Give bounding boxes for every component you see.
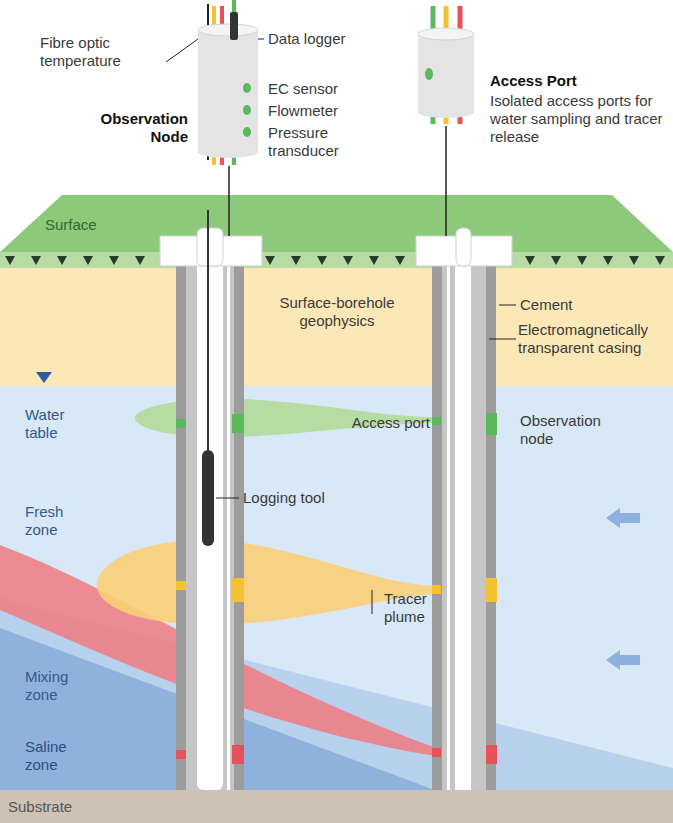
cylinder-icon bbox=[196, 0, 262, 170]
ground-mark bbox=[265, 256, 275, 265]
ground-mark bbox=[83, 256, 93, 265]
sensor-dot bbox=[243, 83, 251, 93]
vadose-band bbox=[0, 268, 673, 388]
zone-label: Water table bbox=[25, 406, 85, 442]
callout-label: Pressure transducer bbox=[268, 124, 358, 160]
part-label: Cement bbox=[520, 296, 573, 314]
callout-label: Fibre optic temperature bbox=[40, 34, 150, 70]
zone-label: Surface-borehole geophysics bbox=[262, 294, 412, 330]
cement bbox=[432, 262, 496, 790]
ground-mark bbox=[525, 256, 535, 265]
ground-mark bbox=[291, 256, 301, 265]
zone-label: Mixing zone bbox=[25, 668, 85, 704]
callout-label: Flowmeter bbox=[268, 102, 338, 120]
part-label: Tracer plume bbox=[384, 590, 444, 626]
water-table-symbol bbox=[36, 372, 52, 383]
leader-line bbox=[372, 590, 373, 614]
node-heading: Observation Node bbox=[96, 110, 188, 146]
ground-mark bbox=[57, 256, 67, 265]
logging-tool bbox=[202, 450, 214, 546]
ground-mark bbox=[369, 256, 379, 265]
node-link bbox=[228, 166, 230, 236]
cylinder-icon bbox=[416, 0, 478, 128]
surface-strip bbox=[0, 252, 673, 268]
node-body: Isolated access ports for water sampling… bbox=[490, 92, 666, 146]
observation-node-mark bbox=[486, 745, 497, 764]
access-port-mark bbox=[176, 419, 186, 428]
logging-cable bbox=[207, 210, 209, 452]
node-heading: Access Port bbox=[490, 72, 577, 90]
leader-line bbox=[489, 339, 516, 340]
zone-label: Surface bbox=[45, 216, 97, 234]
observation-node-mark bbox=[486, 413, 497, 435]
ground-mark bbox=[629, 256, 639, 265]
observation-node-mark bbox=[232, 578, 244, 602]
ground-marks bbox=[5, 256, 665, 265]
inner-tube bbox=[455, 262, 471, 790]
data-logger bbox=[230, 12, 238, 40]
access-port-mark bbox=[432, 585, 441, 594]
observation-node-callout: Observation Node bbox=[196, 0, 262, 170]
cylinder-top bbox=[198, 24, 258, 36]
access-port-callout: Access PortIsolated access ports for wat… bbox=[416, 0, 478, 128]
fresh-water-band bbox=[0, 386, 673, 792]
cylinder-body bbox=[418, 34, 474, 112]
flow-arrow bbox=[606, 650, 640, 670]
ground-mark bbox=[603, 256, 613, 265]
access-port-mark bbox=[432, 417, 441, 425]
port-dot bbox=[425, 68, 433, 80]
access-port-mark bbox=[176, 581, 186, 590]
inner-tube bbox=[197, 228, 223, 790]
cable-tube bbox=[227, 262, 230, 790]
observation-node-mark bbox=[486, 578, 497, 602]
cylinder-body bbox=[198, 30, 258, 152]
ground-mark bbox=[109, 256, 119, 265]
sensor-dot bbox=[243, 127, 251, 137]
callout-label: Data logger bbox=[268, 30, 346, 48]
ground-mark bbox=[317, 256, 327, 265]
flow-arrow bbox=[606, 508, 640, 528]
part-label: Observation node bbox=[520, 412, 630, 448]
port-link bbox=[445, 126, 447, 236]
observation-node-mark bbox=[232, 414, 244, 433]
part-label: Electromagnetically transparent casing bbox=[518, 321, 668, 357]
leader-line bbox=[216, 498, 239, 499]
ground-mark bbox=[395, 256, 405, 265]
ground-mark bbox=[31, 256, 41, 265]
ground-mark bbox=[5, 256, 15, 265]
callout-label: EC sensor bbox=[268, 80, 338, 98]
part-label: Access port bbox=[340, 414, 430, 432]
cylinder-bottom bbox=[198, 146, 258, 158]
observation-node-mark bbox=[232, 745, 244, 764]
inner-tube-top bbox=[456, 228, 471, 266]
access-port-mark bbox=[176, 750, 186, 759]
substrate-band bbox=[0, 790, 673, 823]
zone-label: Fresh zone bbox=[25, 503, 80, 539]
access-port-mark bbox=[432, 748, 441, 757]
zone-label: Saline zone bbox=[25, 738, 85, 774]
ground-mark bbox=[551, 256, 561, 265]
sampling-tube bbox=[447, 262, 450, 790]
ground-mark bbox=[655, 256, 665, 265]
part-label: Logging tool bbox=[243, 489, 325, 507]
inner-tube-top bbox=[197, 228, 223, 266]
ground-mark bbox=[577, 256, 587, 265]
ground-mark bbox=[135, 256, 145, 265]
casing bbox=[442, 262, 486, 790]
cylinder-top bbox=[418, 28, 474, 40]
leader-line bbox=[499, 305, 516, 306]
cylinder-bottom bbox=[418, 106, 474, 118]
sensor-dot bbox=[243, 105, 251, 115]
zone-label: Substrate bbox=[8, 798, 72, 816]
surface-top bbox=[0, 195, 673, 252]
ground-mark bbox=[343, 256, 353, 265]
